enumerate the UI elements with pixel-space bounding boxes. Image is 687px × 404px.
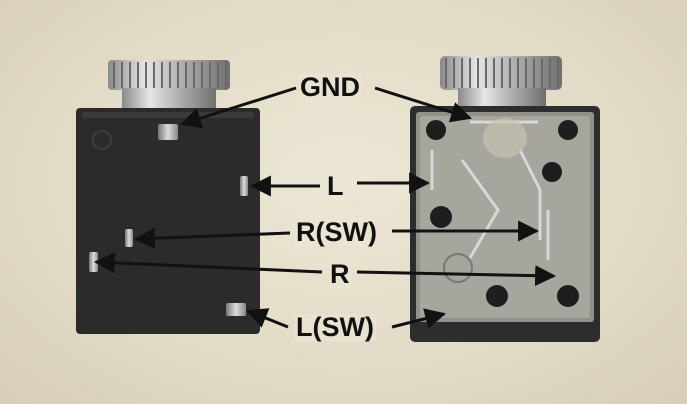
r-sw-pin: [125, 229, 133, 247]
left-housing: [76, 108, 260, 334]
ground-symbol-icon: [92, 130, 112, 150]
mount-post: [542, 162, 562, 182]
mount-post: [557, 285, 579, 307]
left-threaded-collar: [122, 88, 216, 110]
arrow-r-right: [356, 265, 557, 287]
arrow-r-left: [93, 252, 323, 274]
label-l-sw: L(SW): [294, 312, 376, 342]
l-sw-pin: [226, 303, 246, 316]
mount-post: [486, 285, 508, 307]
arrow-r-sw-left: [133, 227, 291, 249]
arrow-gnd-right: [374, 86, 473, 123]
left-jack: [76, 60, 260, 334]
pointer-arrows: [93, 86, 557, 329]
label-gnd: GND: [298, 72, 362, 102]
label-l: L: [325, 171, 346, 201]
label-r-sw: R(SW): [294, 217, 379, 247]
mount-post: [430, 206, 452, 228]
arrow-gnd-left: [179, 86, 297, 129]
right-jack: [410, 56, 600, 342]
arrow-l-sw-left: [246, 308, 289, 329]
mount-post: [558, 120, 578, 140]
gnd-pin: [158, 124, 178, 140]
mount-post: [426, 120, 446, 140]
arrow-l-sw-right: [391, 308, 447, 329]
l-pin: [240, 176, 248, 196]
label-r: R: [328, 259, 352, 289]
